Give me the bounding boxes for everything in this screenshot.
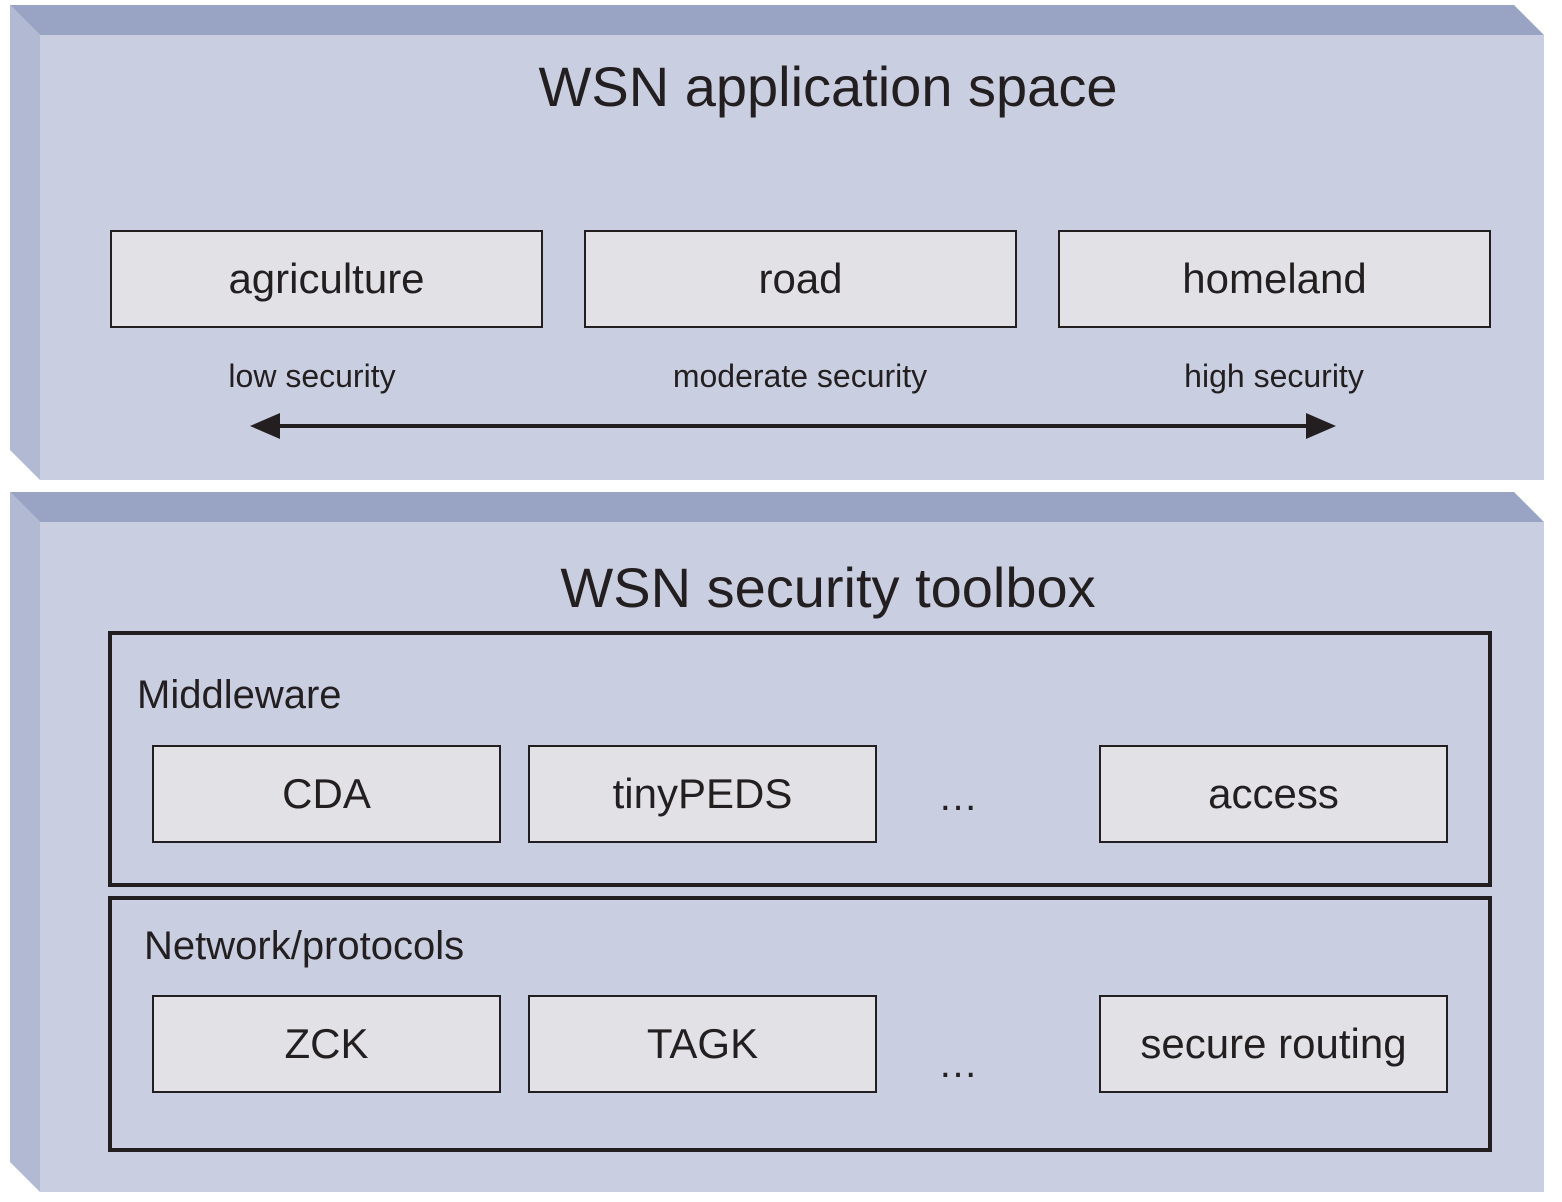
network-item-tagk: TAGK [528,995,877,1093]
domain-label: road [758,255,843,302]
middleware-group [108,631,1492,887]
network-item-zck: ZCK [152,995,501,1093]
arrowhead-left [250,413,280,439]
domain-label: homeland [1182,255,1367,302]
toolbox-panel-top-face [10,492,1544,522]
network-ellipsis: … [938,1042,980,1086]
middleware-item-cda: CDA [152,745,501,843]
security-level-high: high security [1184,358,1364,394]
security-level-moderate: moderate security [672,358,928,394]
item-label: TAGK [646,1020,759,1067]
middleware-ellipsis: … [938,775,980,819]
item-label: secure routing [1140,1020,1407,1067]
item-label: CDA [282,770,371,817]
network-protocols-group [108,896,1492,1152]
item-label: access [1208,770,1339,817]
domain-box-road: road [584,230,1017,328]
application-space-title-text: WSN application space [538,55,1118,118]
middleware-item-access: access [1099,745,1448,843]
middleware-label: Middleware [137,673,342,717]
item-label: ZCK [284,1020,369,1067]
toolbox-panel-side-face [10,492,40,1192]
domain-box-agriculture: agriculture [110,230,543,328]
application-panel-top-face [10,5,1544,35]
application-space-title: WSN application space [40,54,1562,119]
security-toolbox-title-text: WSN security toolbox [560,556,1096,619]
application-panel-side-face [10,5,40,480]
arrowhead-right [1306,413,1336,439]
security-toolbox-title: WSN security toolbox [40,555,1562,620]
item-label: tinyPEDS [612,770,793,817]
security-level-arrow [250,413,1336,439]
domain-label: agriculture [228,255,425,302]
security-level-low: low security [228,358,396,394]
network-protocols-label: Network/protocols [144,924,465,968]
network-item-secure-routing: secure routing [1099,995,1448,1093]
domain-box-homeland: homeland [1058,230,1491,328]
middleware-item-tinypeds: tinyPEDS [528,745,877,843]
